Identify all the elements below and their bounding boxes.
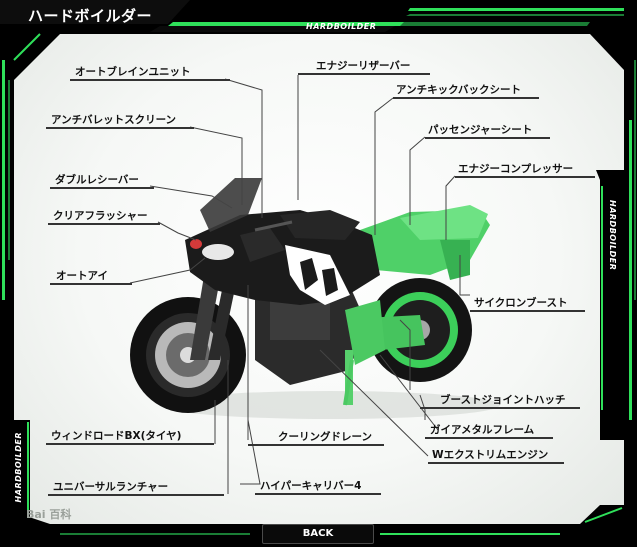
label-anti-kickback-seat[interactable]: アンチキックバックシート: [396, 84, 522, 96]
header-tag: HARDBOILDER: [306, 22, 377, 31]
label-clear-flasher[interactable]: クリアフラッシャー: [53, 210, 148, 222]
back-button[interactable]: BACK: [262, 524, 374, 544]
label-passenger-seat[interactable]: パッセンジャーシート: [428, 124, 533, 136]
label-cyclone-boost[interactable]: サイクロンブースト: [474, 297, 568, 309]
label-anti-bullet-screen[interactable]: アンチバレットスクリーン: [51, 114, 177, 126]
label-boost-joint-hatch[interactable]: ブーストジョイントハッチ: [440, 394, 566, 406]
left-side-tag: HARDBOILDER: [14, 432, 23, 503]
label-cooling-drain[interactable]: クーリングドレーン: [278, 431, 372, 443]
watermark: Bai 百科: [26, 508, 72, 521]
label-hyper-caliber[interactable]: ハイパーキャリバー4: [260, 480, 362, 492]
label-window-road-bx[interactable]: ウィンドロードBX(タイヤ): [51, 430, 182, 442]
right-side-tag: HARDBOILDER: [608, 200, 617, 271]
label-energy-reserver[interactable]: エナジーリザーバー: [316, 60, 411, 72]
label-universal-launcher[interactable]: ユニバーサルランチャー: [53, 481, 169, 493]
label-w-extrem-engine[interactable]: Wエクストリムエンジン: [432, 449, 549, 461]
label-double-receiver[interactable]: ダブルレシーバー: [55, 174, 139, 186]
screen-title: ハードボイルダー: [28, 7, 153, 25]
label-energy-compressor[interactable]: エナジーコンプレッサー: [458, 163, 574, 175]
label-auto-brain-unit[interactable]: オートブレインユニット: [75, 66, 191, 78]
label-auto-eye[interactable]: オートアイ: [56, 270, 108, 282]
label-gaia-metal-frame[interactable]: ガイアメタルフレーム: [430, 424, 535, 436]
